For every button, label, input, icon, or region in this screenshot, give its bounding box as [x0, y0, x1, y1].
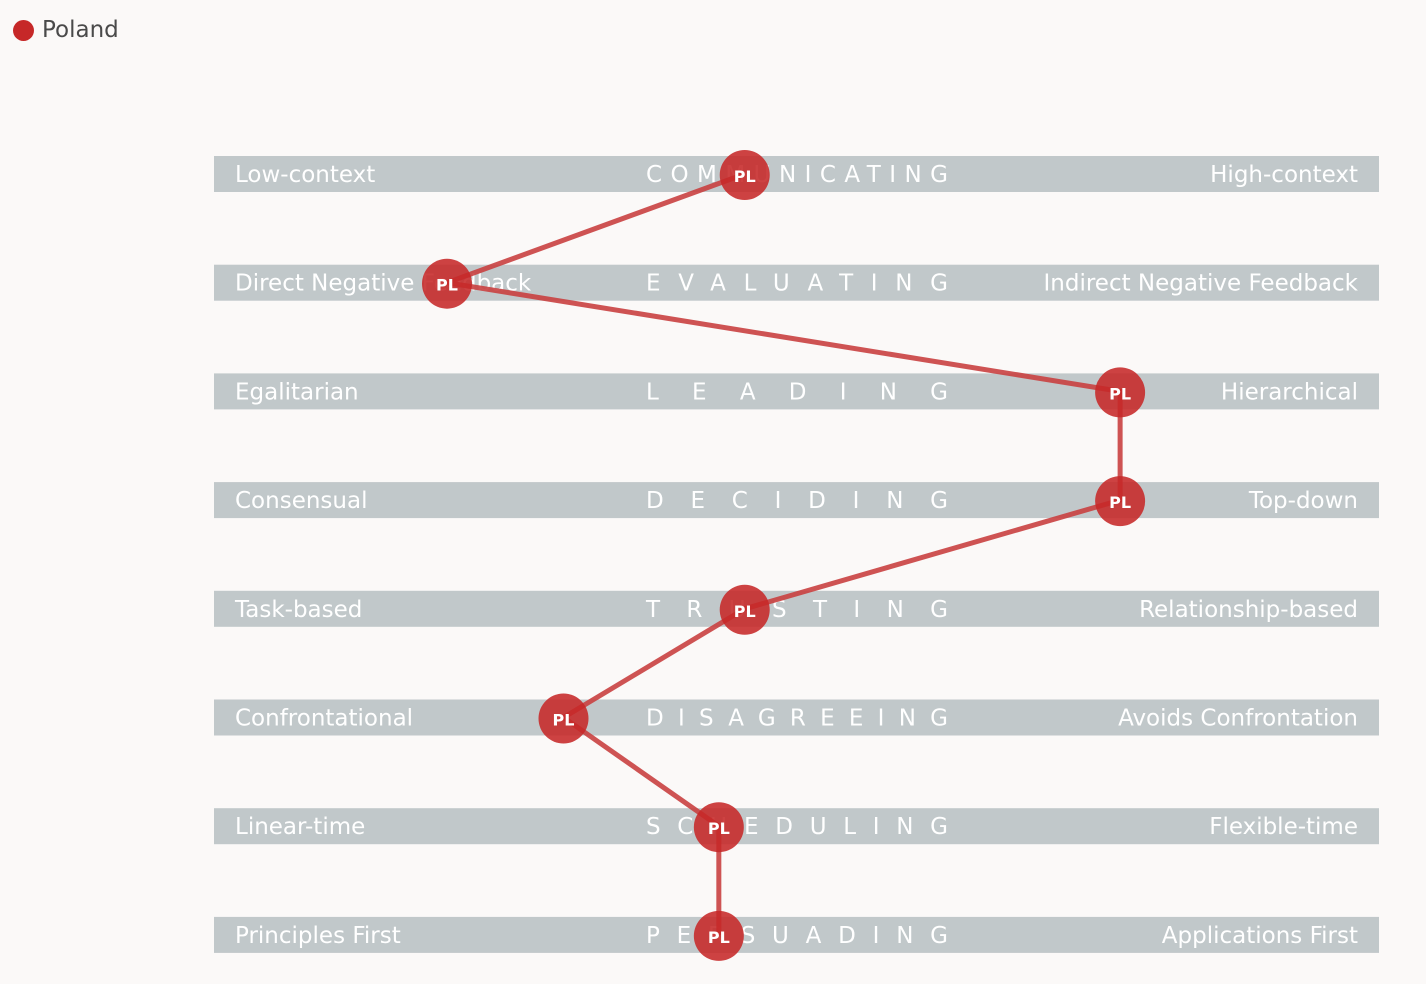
data-point-marker	[422, 258, 472, 309]
data-point-marker	[1095, 476, 1146, 527]
data-point: PL	[538, 693, 589, 744]
data-point: PL	[719, 150, 770, 200]
scale-left-label: Low-context	[235, 162, 375, 188]
scale-band	[214, 373, 1379, 410]
legend: Poland	[13, 17, 119, 43]
data-point: PL	[693, 802, 744, 853]
scale-band	[214, 156, 1379, 192]
data-point: PL	[1095, 367, 1146, 418]
scale-right-label: Applications First	[1162, 923, 1358, 949]
data-point-label: PL	[436, 276, 458, 295]
data-point-label: PL	[1109, 384, 1131, 403]
scale-left-label: Consensual	[235, 488, 367, 514]
data-point-label: PL	[1109, 493, 1131, 512]
data-point-marker	[719, 150, 770, 200]
scale-left-label: Task-based	[234, 597, 362, 623]
data-point-label: PL	[708, 928, 730, 947]
scale-left-label: Direct Negative Feedback	[235, 271, 532, 297]
data-point: PL	[719, 584, 770, 635]
scale-left-label: Principles First	[235, 923, 401, 949]
scale-right-label: Top-down	[1248, 488, 1358, 514]
data-point-label: PL	[708, 819, 730, 838]
data-point-label: PL	[734, 167, 756, 186]
scale-right-label: Relationship-based	[1139, 597, 1358, 623]
scale-band	[214, 808, 1379, 845]
scale-bands: Low-contextHigh-contextCOMMUNICATINGDire…	[214, 156, 1379, 953]
scale-right-label: Hierarchical	[1221, 379, 1358, 405]
scale-band	[214, 699, 1379, 736]
scale-band	[214, 916, 1379, 953]
scale-right-label: Flexible-time	[1209, 814, 1358, 840]
data-point: PL	[1095, 476, 1146, 527]
legend-swatch	[13, 19, 34, 41]
scale-left-label: Egalitarian	[235, 379, 359, 405]
scale-band	[214, 482, 1379, 519]
scale-right-label: Avoids Confrontation	[1118, 706, 1358, 732]
scale-left-label: Confrontational	[235, 706, 413, 732]
data-point: PL	[693, 910, 744, 961]
series-line	[444, 171, 1123, 935]
scale-band	[214, 264, 1379, 301]
data-point-marker	[693, 910, 744, 961]
data-point-label: PL	[553, 711, 575, 730]
scale-right-label: High-context	[1210, 162, 1358, 188]
data-point-marker	[1095, 367, 1146, 418]
data-point-marker	[719, 584, 770, 635]
data-point-marker	[693, 802, 744, 853]
scale-band	[214, 590, 1379, 627]
legend-label: Poland	[42, 17, 119, 43]
scale-left-label: Linear-time	[235, 814, 365, 840]
scale-right-label: Indirect Negative Feedback	[1044, 271, 1359, 297]
data-point-label: PL	[734, 602, 756, 621]
data-point: PL	[422, 258, 472, 309]
data-point-marker	[538, 693, 589, 744]
